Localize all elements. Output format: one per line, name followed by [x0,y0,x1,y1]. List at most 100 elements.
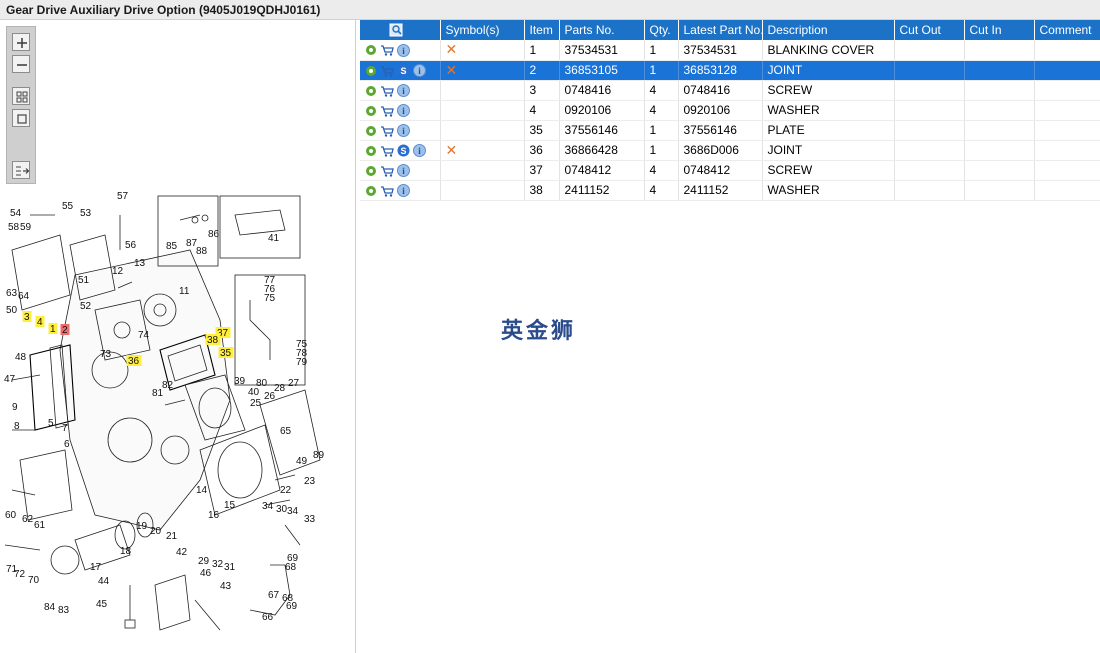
column-header-2[interactable]: Item [524,20,560,40]
callout-37[interactable]: 37 [217,328,229,339]
info-icon[interactable]: i [413,144,426,158]
callout-16[interactable]: 16 [208,510,220,521]
callout-68[interactable]: 68 [285,562,297,573]
callout-74[interactable]: 74 [138,330,150,341]
zoom-in-button[interactable] [12,33,30,51]
callout-11[interactable]: 11 [179,286,190,297]
callout-20[interactable]: 20 [150,526,162,537]
callout-67[interactable]: 67 [268,590,280,601]
callout-60[interactable]: 60 [5,510,17,521]
column-header-7[interactable]: Cut Out [894,20,965,40]
callout-1[interactable]: 1 [50,324,56,335]
callout-69[interactable]: 69 [286,601,298,612]
callout-15[interactable]: 15 [224,500,236,511]
callout-89[interactable]: 89 [313,450,325,461]
shopping-cart-icon[interactable] [380,85,394,97]
callout-31[interactable]: 31 [224,562,236,573]
gear-icon[interactable] [365,85,377,97]
gear-icon[interactable] [365,165,377,177]
shopping-cart-icon[interactable] [380,125,394,137]
callout-47[interactable]: 47 [4,374,16,385]
callout-8[interactable]: 8 [14,421,20,432]
callout-57[interactable]: 57 [117,191,129,202]
callout-9[interactable]: 9 [12,402,18,413]
callout-77[interactable]: 77 [264,275,276,286]
callout-86[interactable]: 86 [208,229,220,240]
info-icon[interactable]: i [397,184,410,198]
callout-32[interactable]: 32 [212,559,224,570]
info-icon[interactable]: i [413,64,426,78]
column-header-1[interactable]: Symbol(s) [440,20,525,40]
callout-45[interactable]: 45 [96,599,108,610]
callout-54[interactable]: 54 [10,208,22,219]
shopping-cart-icon[interactable] [380,165,394,177]
callout-78[interactable]: 78 [296,348,308,359]
callout-75[interactable]: 75 [264,293,276,304]
callout-49[interactable]: 49 [296,456,308,467]
callout-68[interactable]: 68 [282,593,294,604]
callout-34[interactable]: 34 [287,506,299,517]
callout-61[interactable]: 61 [34,520,46,531]
info-icon[interactable]: i [397,124,410,138]
callout-51[interactable]: 51 [78,275,90,286]
shopping-cart-icon[interactable] [380,44,394,57]
info-icon[interactable]: i [397,164,410,178]
callout-30[interactable]: 30 [276,504,288,515]
shopping-cart-icon[interactable] [380,185,394,197]
callout-56[interactable]: 56 [125,240,137,251]
callout-66[interactable]: 66 [262,612,274,623]
callout-7[interactable]: 7 [62,423,68,434]
callout-43[interactable]: 43 [220,581,232,592]
callout-5[interactable]: 5 [48,418,54,429]
callout-76[interactable]: 76 [264,284,276,295]
actual-size-button[interactable] [12,109,30,127]
callout-34[interactable]: 34 [262,501,274,512]
callout-85[interactable]: 85 [166,241,178,252]
callout-22[interactable]: 22 [280,485,292,496]
gear-icon[interactable] [365,125,377,137]
supersession-s-icon[interactable]: S [397,64,410,77]
callout-71[interactable]: 71 [6,564,18,575]
callout-17[interactable]: 17 [90,562,102,573]
callout-13[interactable]: 13 [134,258,146,269]
callout-6[interactable]: 6 [64,439,70,450]
callout-69[interactable]: 69 [287,553,299,564]
callout-40[interactable]: 40 [248,387,260,398]
callout-50[interactable]: 50 [6,305,18,316]
callout-64[interactable]: 64 [18,291,30,302]
callout-36[interactable]: 36 [128,356,140,367]
callout-26[interactable]: 26 [264,391,276,402]
callout-70[interactable]: 70 [28,575,40,586]
zoom-out-button[interactable] [12,55,30,73]
callout-4[interactable]: 4 [37,317,43,328]
callout-79[interactable]: 79 [296,357,308,368]
callout-53[interactable]: 53 [80,208,92,219]
callout-12[interactable]: 12 [112,266,124,277]
callout-73[interactable]: 73 [100,349,112,360]
gear-icon[interactable] [365,105,377,117]
callout-18[interactable]: 18 [120,546,132,557]
info-icon[interactable]: i [397,43,410,57]
gear-icon[interactable] [365,185,377,197]
callout-21[interactable]: 21 [166,531,178,542]
callout-38[interactable]: 38 [207,335,219,346]
callout-44[interactable]: 44 [98,576,110,587]
callout-42[interactable]: 42 [176,547,188,558]
column-header-6[interactable]: Description [762,20,895,40]
shopping-cart-icon[interactable] [380,105,394,117]
callout-29[interactable]: 29 [198,556,210,567]
callout-72[interactable]: 72 [14,569,26,580]
column-header-4[interactable]: Qty. [644,20,679,40]
callout-62[interactable]: 62 [22,514,34,525]
gear-icon[interactable] [365,65,377,77]
gear-icon[interactable] [365,44,377,56]
callout-2[interactable]: 2 [62,325,68,336]
